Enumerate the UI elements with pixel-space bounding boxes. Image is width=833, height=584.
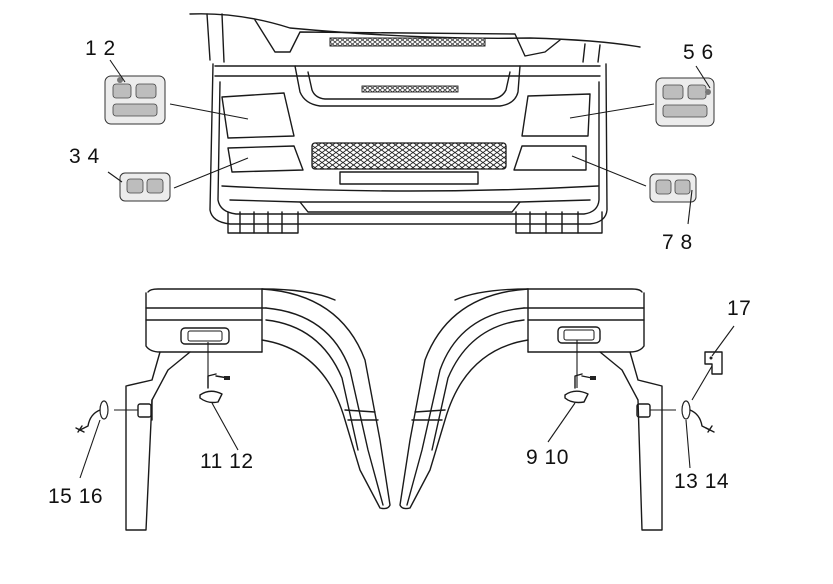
headlamp-left-icon	[104, 75, 166, 125]
callout-3-4: 3 4	[69, 145, 100, 168]
callout-5-6: 5 6	[683, 41, 714, 64]
step-lamp-right-icon	[564, 373, 596, 404]
callout-9-10: 9 10	[526, 446, 569, 469]
callout-17: 17	[727, 297, 752, 320]
callout-1-2: 1 2	[85, 37, 116, 60]
callout-11-12: 11 12	[200, 450, 254, 473]
callout-13-14: 13 14	[674, 470, 730, 493]
fog-lamp-right-icon	[649, 173, 697, 203]
leader-lines	[79, 59, 735, 479]
left-mudguard-drawing	[125, 288, 391, 531]
fog-lamp-left-icon	[119, 172, 171, 202]
callout-7-8: 7 8	[662, 231, 693, 254]
step-lamp-left-icon	[199, 373, 230, 404]
marker-lamp-right-icon	[681, 400, 715, 433]
front-bumper-drawing	[189, 13, 641, 234]
bracket-icon	[704, 351, 723, 375]
headlamp-right-icon	[655, 77, 715, 127]
marker-lamp-left-icon	[75, 400, 109, 433]
right-mudguard-drawing	[399, 288, 663, 531]
callout-15-16: 15 16	[48, 485, 104, 508]
left-side-marker	[137, 403, 152, 418]
